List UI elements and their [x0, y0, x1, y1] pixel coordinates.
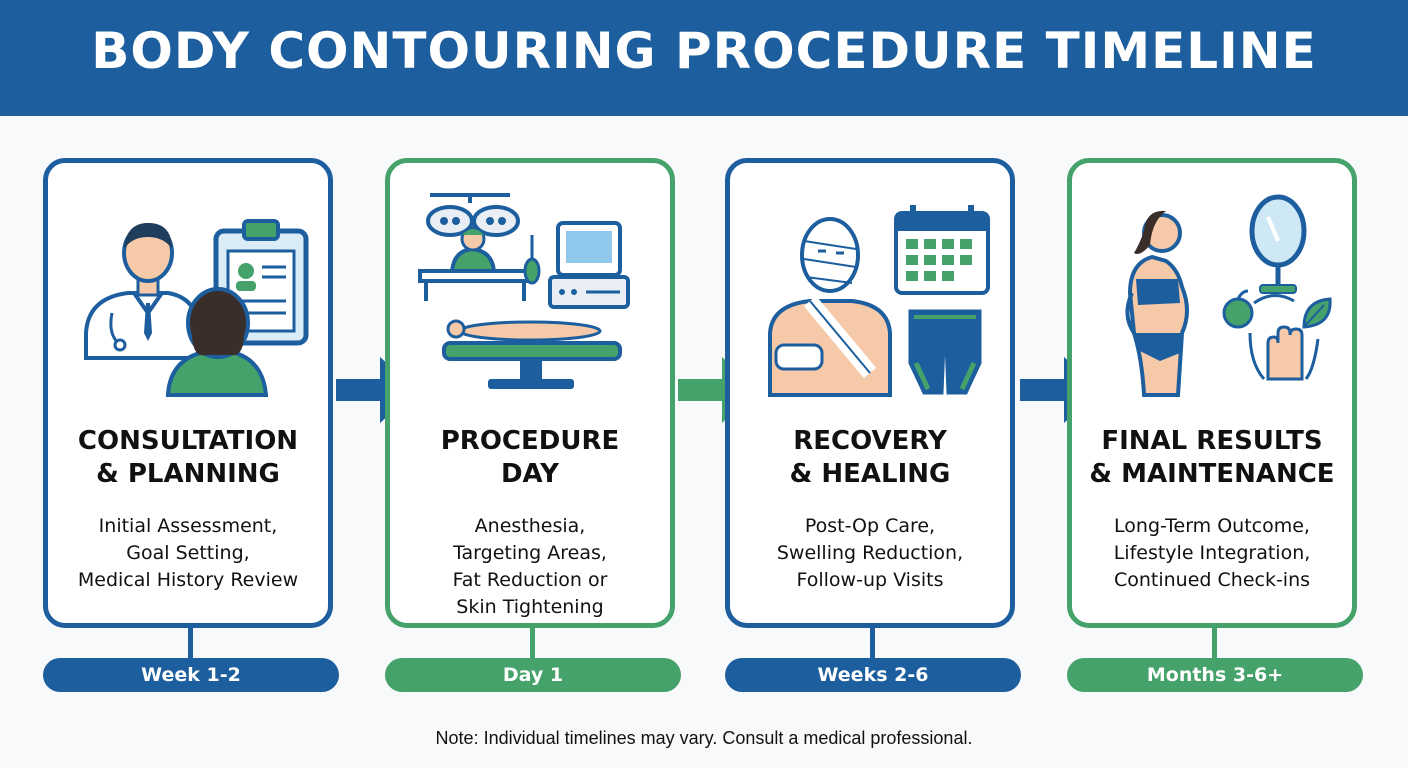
timeline-connector [1212, 628, 1217, 660]
header-banner: BODY CONTOURING PROCEDURE TIMELINE [0, 0, 1408, 116]
timeline-connector [188, 628, 193, 660]
disclaimer-note: Note: Individual timelines may vary. Con… [435, 728, 973, 748]
leaf-icon [1302, 297, 1332, 329]
stage-title: PROCEDURE DAY [440, 426, 620, 489]
stage-card-consultation: CONSULTATION & PLANNING Initial Assessme… [43, 158, 333, 628]
apple-icon [1222, 289, 1254, 329]
stage-card-procedure: PROCEDURE DAY Anesthesia, Targeting Area… [385, 158, 675, 628]
stage-title: FINAL RESULTS & MAINTENANCE [1089, 426, 1335, 489]
timeline-connector [870, 628, 875, 660]
mirror-icon [1249, 194, 1307, 294]
stage-description: Long-Term Outcome, Lifestyle Integration… [1113, 515, 1311, 591]
recovery-illustration [768, 205, 990, 397]
stage-card-recovery: RECOVERY & HEALING Post-Op Care, Swellin… [725, 158, 1015, 628]
surgeon-icon [418, 226, 532, 301]
results-illustration [1125, 194, 1332, 397]
stage-title: CONSULTATION & PLANNING [77, 426, 299, 489]
bandaged-patient-icon [768, 217, 892, 397]
compression-garment-icon [908, 309, 982, 395]
cycle-arrows-icon [1248, 294, 1320, 380]
woman-silhouette-icon [1125, 210, 1189, 397]
stage-description: Initial Assessment, Goal Setting, Medica… [77, 515, 299, 591]
monitor-icon [523, 221, 630, 309]
stage-description: Post-Op Care, Swelling Reduction, Follow… [776, 515, 964, 591]
timeframe-badge: Weeks 2-6 [725, 658, 1021, 692]
operating-table-icon [442, 319, 622, 389]
doctor-icon [84, 223, 202, 360]
stage-card-results: FINAL RESULTS & MAINTENANCE Long-Term Ou… [1067, 158, 1357, 628]
timeframe-badge: Week 1-2 [43, 658, 339, 692]
surgical-lights-icon [426, 193, 520, 237]
timeframe-badge: Day 1 [385, 658, 681, 692]
calendar-icon [894, 205, 990, 295]
hand-icon [1266, 325, 1304, 381]
stage-description: Anesthesia, Targeting Areas, Fat Reducti… [452, 515, 608, 618]
stage-title: RECOVERY & HEALING [789, 426, 951, 489]
timeframe-badge: Months 3-6+ [1067, 658, 1363, 692]
consultation-illustration [84, 219, 309, 397]
timeline-connector [530, 628, 535, 660]
patient-icon [165, 287, 269, 397]
procedure-illustration [418, 193, 630, 389]
page-title: BODY CONTOURING PROCEDURE TIMELINE [91, 22, 1317, 80]
